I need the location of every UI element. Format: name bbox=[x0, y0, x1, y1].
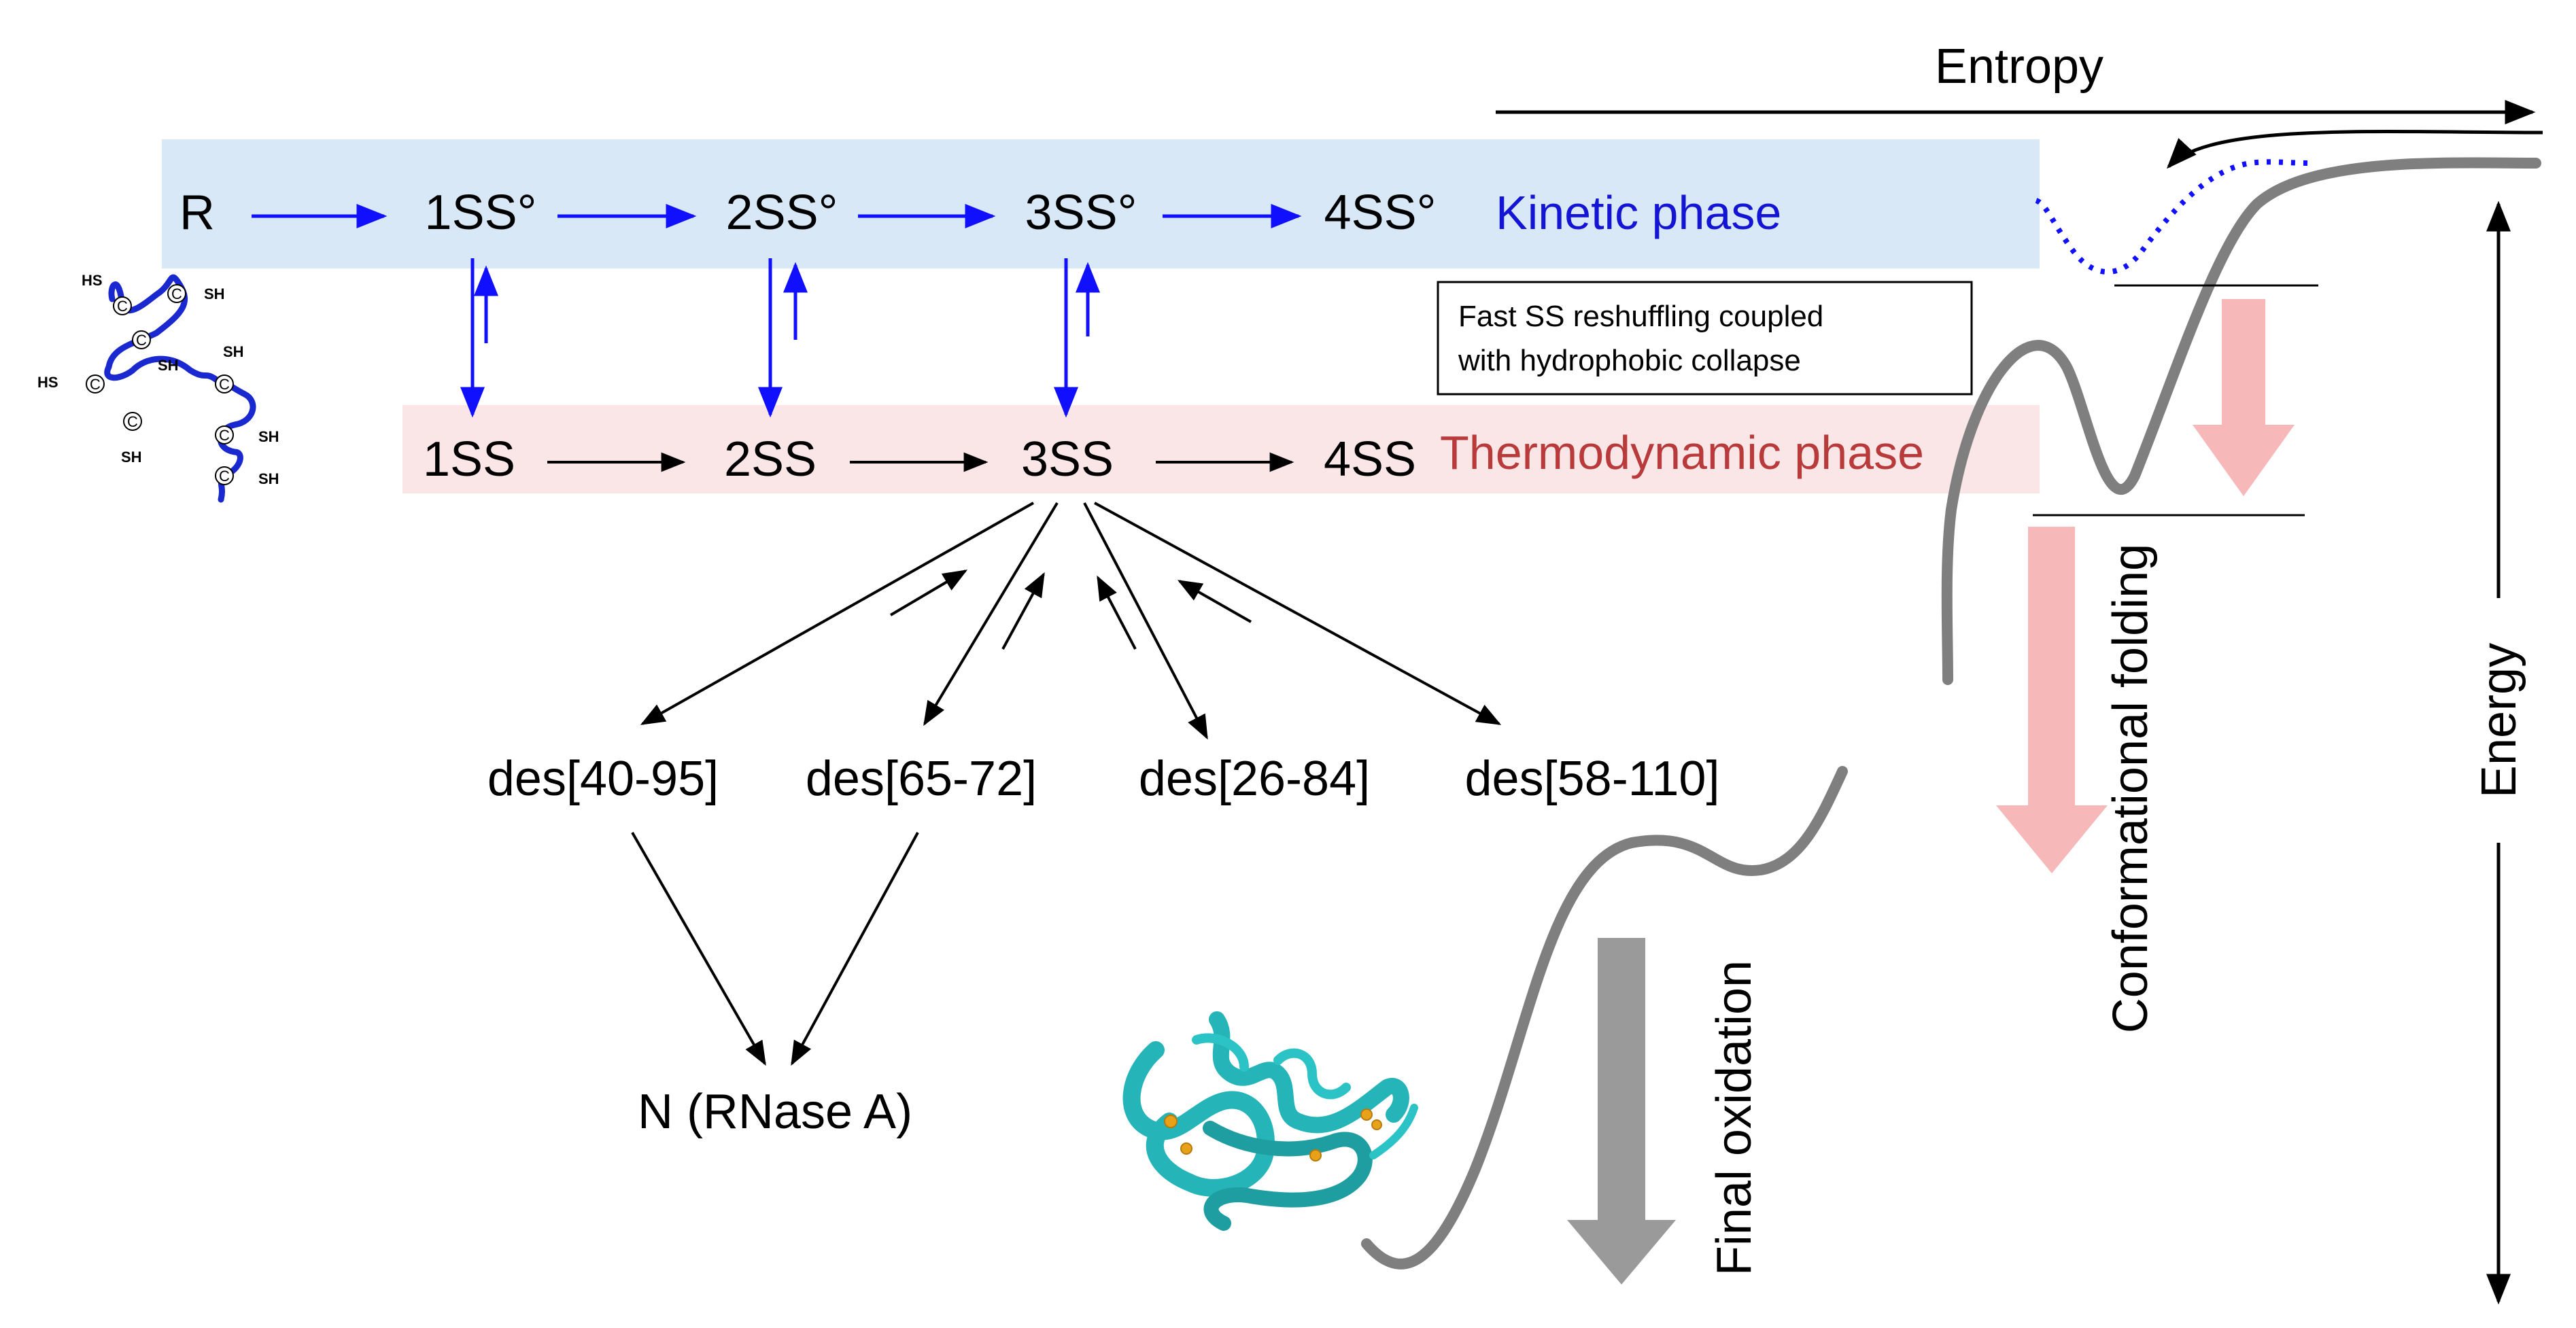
svg-text:SH: SH bbox=[204, 285, 225, 302]
svg-text:SH: SH bbox=[158, 357, 179, 374]
svg-text:C: C bbox=[171, 285, 182, 302]
conformational-folding-label: Conformational folding bbox=[2103, 544, 2158, 1033]
svg-text:C: C bbox=[219, 376, 230, 393]
thiol-labels: HS SH SH HS SH SH SH SH bbox=[37, 272, 279, 487]
svg-text:SH: SH bbox=[223, 343, 244, 360]
svg-text:C: C bbox=[219, 427, 230, 444]
native-rnase-a-label: N (RNase A) bbox=[638, 1085, 912, 1139]
kinetic-phase-band bbox=[162, 139, 2040, 268]
energy-axis-label: Energy bbox=[2472, 643, 2526, 798]
species-3ss-ox: 3SS° bbox=[1025, 186, 1137, 240]
des-26-84: des[26-84] bbox=[1139, 752, 1370, 806]
cysteine-c-labels: C C C C C C C C bbox=[90, 285, 230, 485]
des-40-95: des[40-95] bbox=[487, 752, 719, 806]
thermodynamic-phase-band bbox=[402, 405, 2040, 493]
pink-arrow-small bbox=[2193, 299, 2295, 496]
note-line-1: Fast SS reshuffling coupled bbox=[1458, 300, 1823, 333]
gray-arrow-final bbox=[1567, 938, 1676, 1285]
species-4ss: 4SS bbox=[1324, 432, 1416, 487]
reduced-chain-illustration: C C C C C C C C HS SH SH HS SH SH SH SH bbox=[37, 272, 279, 503]
energy-landscape bbox=[1361, 130, 2543, 1285]
svg-text:SH: SH bbox=[121, 449, 142, 466]
svg-text:SH: SH bbox=[258, 470, 279, 487]
rnase-a-ribbon-icon bbox=[1122, 1011, 1418, 1231]
species-r: R bbox=[179, 186, 215, 240]
svg-text:C: C bbox=[219, 468, 230, 485]
kinetic-dotted-curve bbox=[2035, 159, 2312, 275]
svg-text:HS: HS bbox=[37, 374, 58, 391]
svg-text:C: C bbox=[127, 413, 138, 430]
svg-text:HS: HS bbox=[82, 272, 103, 289]
svg-text:SH: SH bbox=[258, 428, 279, 445]
note-box bbox=[1437, 281, 1973, 396]
kinetic-phase-label: Kinetic phase bbox=[1496, 186, 1781, 239]
species-4ss-ox: 4SS° bbox=[1324, 186, 1437, 240]
entropy-axis-label: Entropy bbox=[1935, 39, 2103, 94]
landscape-curve-upper bbox=[1941, 157, 2541, 685]
return-arrow bbox=[2166, 130, 2543, 169]
svg-text:C: C bbox=[117, 298, 128, 315]
note-line-2: with hydrophobic collapse bbox=[1458, 344, 1801, 377]
species-1ss-ox: 1SS° bbox=[425, 186, 537, 240]
exchange-arrows bbox=[460, 258, 1100, 418]
final-oxidation-label: Final oxidation bbox=[1707, 960, 1762, 1276]
thermodynamic-phase-label: Thermodynamic phase bbox=[1440, 426, 1924, 479]
des-58-110: des[58-110] bbox=[1465, 752, 1720, 806]
species-1ss: 1SS bbox=[423, 432, 515, 487]
species-2ss-ox: 2SS° bbox=[726, 186, 838, 240]
landscape-curve-lower bbox=[1361, 766, 1848, 1270]
des-arrows bbox=[631, 502, 1502, 1066]
svg-text:C: C bbox=[136, 332, 147, 349]
des-65-72: des[65-72] bbox=[806, 752, 1037, 806]
species-3ss: 3SS bbox=[1021, 432, 1114, 487]
svg-text:C: C bbox=[90, 376, 101, 393]
cysteine-markers bbox=[86, 284, 234, 485]
pink-arrow-large bbox=[1996, 527, 2108, 873]
species-2ss: 2SS bbox=[724, 432, 817, 487]
